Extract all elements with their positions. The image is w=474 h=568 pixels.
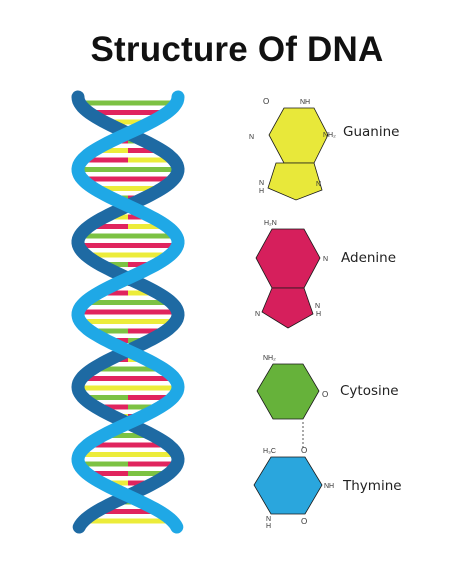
guanine-atom-n-bottom: N — [259, 180, 264, 187]
cytosine-hexagon — [256, 363, 320, 420]
base-pair-rung-left — [94, 148, 128, 153]
base-pair-rung-right — [128, 224, 168, 229]
thymine-atom-n-bottom: N — [266, 516, 271, 523]
base-pair-rung-left — [78, 167, 128, 172]
base-pair-rung-right — [128, 442, 169, 448]
base-pair-rung-right — [128, 157, 174, 163]
adenine-hexagon — [255, 228, 321, 289]
base-pair-rung-left — [83, 518, 128, 524]
adenine-atom-n-right: N — [323, 256, 328, 263]
backbone-light-path — [71, 90, 185, 534]
adenine-atom-h: H — [316, 311, 321, 318]
base-pair-rung-right — [128, 290, 158, 296]
thymine-label: Thymine — [342, 478, 402, 494]
base-pair-rung-left — [90, 328, 128, 334]
base-pair-rung-right — [128, 452, 177, 457]
base-pair-rung-right — [128, 319, 176, 324]
cytosine-atom-nh2: NH₂ — [263, 355, 276, 362]
diagram-title: Structure Of DNA — [90, 30, 384, 69]
base-pair-rung-right — [128, 100, 177, 106]
base-pair-rung-left — [84, 300, 128, 305]
base-pair-rung-left — [82, 157, 128, 163]
base-pair-rung-right — [128, 252, 171, 258]
adenine-atom-n-bottom-right: N — [315, 303, 320, 310]
base-pair-rung-right — [128, 148, 162, 153]
base-pair-rung-right — [128, 176, 174, 182]
thymine-hexagon — [253, 456, 323, 515]
base-pair-rung-right — [128, 366, 164, 372]
base-pair-rung-left — [85, 252, 128, 258]
base-pair-rung-left — [95, 404, 128, 410]
base-pair-rung-right — [128, 518, 173, 524]
base-pair-rung-right — [128, 509, 160, 514]
cytosine-atom-o: O — [322, 390, 328, 399]
base-pair-rung-right — [128, 233, 177, 239]
base-pair-rung-left — [98, 290, 128, 296]
base-pair-rung-left — [94, 186, 128, 191]
dna-double-helix — [71, 90, 185, 534]
thymine-atom-o-top: O — [301, 446, 307, 455]
guanine-atom-n-left: N — [249, 134, 254, 141]
cytosine-label: Cytosine — [340, 383, 399, 399]
thymine-atom-h-bottom: H — [266, 523, 271, 530]
base-pair-rung-right — [128, 110, 168, 115]
base-pair-rung-left — [79, 452, 128, 457]
base-pair-rung-right — [128, 395, 173, 400]
base-pair-rung-right — [128, 300, 172, 305]
guanine-atom-nh: NH — [300, 99, 310, 106]
base-pair-rung-right — [128, 404, 161, 410]
guanine-hexagon — [268, 107, 329, 164]
guanine-atom-n-right: N — [316, 181, 321, 188]
adenine-label: Adenine — [341, 250, 396, 266]
backbone-dark-path — [71, 90, 185, 534]
adenine-atom-h2n: H₂N — [264, 220, 277, 227]
base-pair-rung-left — [80, 319, 128, 324]
thymine-atom-o-bottom: O — [301, 517, 307, 526]
thymine-atom-nh: NH — [324, 483, 334, 490]
base-pair-rung-right — [128, 243, 178, 248]
cytosine-molecule: NH₂ O Cytosine — [256, 355, 399, 420]
thymine-molecule: H₃C O NH N H O Thymine — [253, 446, 402, 530]
adenine-pentagon — [261, 287, 314, 329]
base-pair-rung-left — [92, 366, 128, 372]
base-pair-rung-right — [128, 471, 170, 476]
base-pair-rung-right — [128, 167, 178, 172]
guanine-atom-o: O — [263, 97, 269, 106]
adenine-molecule: H₂N N N N H Adenine — [255, 220, 396, 329]
guanine-pentagon — [267, 162, 323, 201]
thymine-atom-h3c: H₃C — [263, 448, 276, 455]
base-pair-rung-right — [128, 376, 175, 381]
base-pair-rung-left — [96, 509, 128, 514]
base-pair-rungs — [78, 100, 178, 524]
base-pair-rung-left — [78, 461, 128, 467]
base-pair-rung-left — [79, 100, 128, 106]
base-pair-rung-left — [81, 376, 128, 381]
guanine-atom-nh2: NH₂ — [323, 132, 336, 139]
base-pair-rung-left — [78, 385, 128, 391]
base-pair-rung-left — [86, 471, 128, 476]
base-pair-rung-left — [78, 309, 128, 315]
base-pair-rung-right — [128, 461, 178, 467]
base-pair-rung-right — [128, 186, 162, 191]
base-pair-rung-left — [83, 395, 128, 400]
base-pair-rung-right — [128, 328, 166, 334]
base-pair-rung-left — [82, 176, 128, 182]
guanine-molecule: O NH N NH₂ N H N Guanine — [249, 97, 399, 201]
base-pair-rung-left — [87, 442, 128, 448]
base-pair-rung-right — [128, 385, 178, 391]
base-pair-rung-left — [88, 110, 128, 115]
adenine-atom-n-bottom-left: N — [255, 311, 260, 318]
guanine-label: Guanine — [343, 124, 399, 140]
guanine-atom-h-bottom: H — [259, 188, 264, 195]
backbone-strand-dark — [71, 90, 185, 534]
base-pair-rung-left — [88, 224, 128, 229]
base-pair-rung-left — [78, 243, 128, 248]
base-pair-rung-right — [128, 309, 178, 315]
base-pair-rung-left — [79, 233, 128, 239]
backbone-strand-light — [71, 90, 185, 534]
